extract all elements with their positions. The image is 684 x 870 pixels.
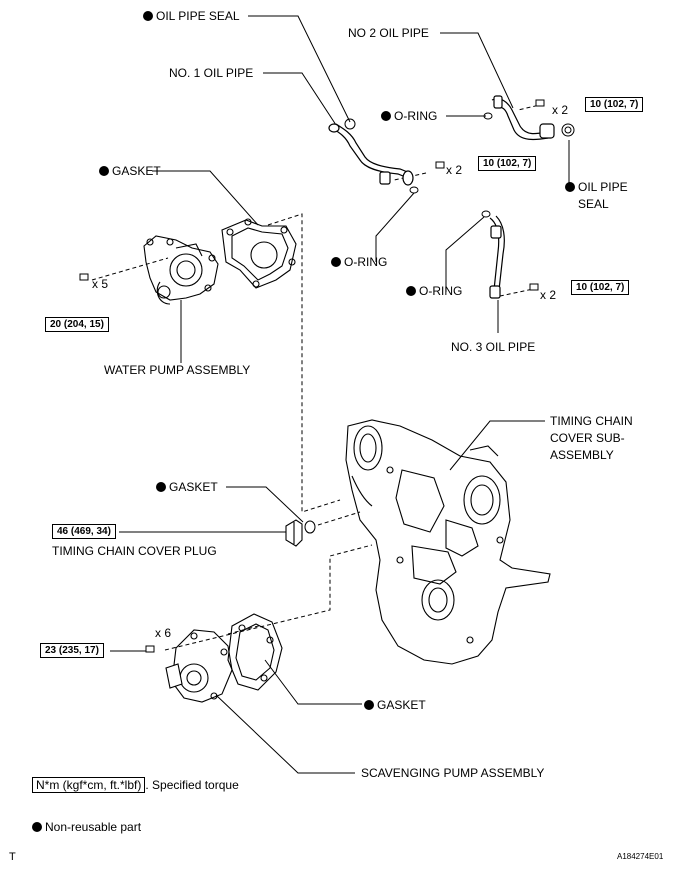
label-text: GASKET: [169, 480, 218, 494]
non-reusable-dot-icon: [381, 111, 391, 121]
non-reusable-dot-icon: [406, 286, 416, 296]
legend-non-reusable-text: Non-reusable part: [45, 820, 142, 834]
label-no2-oil-pipe: NO 2 OIL PIPE: [348, 26, 429, 40]
timing-chain-cover-drawing: [345, 419, 551, 665]
torque-box-water-pump: 20 (204, 15): [45, 317, 109, 332]
torque-box-no1-pipe: 10 (102, 7): [478, 156, 537, 171]
label-gasket-plug: GASKET: [156, 480, 218, 494]
torque-box-plug: 46 (469, 34): [52, 524, 116, 539]
label-text: O-RING: [394, 109, 438, 123]
plug-gasket-drawing: [304, 520, 316, 534]
label-gasket-water-pump: GASKET: [99, 164, 161, 178]
label-timing-chain-cover-plug: TIMING CHAIN COVER PLUG: [52, 544, 217, 558]
label-timing-chain-cover-line2: COVER SUB-: [550, 431, 625, 445]
non-reusable-dot-icon: [364, 700, 374, 710]
label-text: GASKET: [112, 164, 161, 178]
multiplier-water-pump: x 5: [92, 277, 109, 291]
label-gasket-scavenging: GASKET: [364, 698, 426, 712]
legend-torque-units: N*m (kgf*cm, ft.*lbf): [32, 777, 146, 793]
legend-non-reusable: Non-reusable part: [32, 820, 141, 834]
o-ring-right-drawing: [481, 210, 491, 218]
non-reusable-dot-icon: [565, 182, 575, 192]
figure-id: A184274E01: [617, 852, 664, 861]
label-timing-chain-cover-line1: TIMING CHAIN: [550, 414, 633, 428]
non-reusable-dot-icon: [143, 11, 153, 21]
leader-lines: [110, 15, 570, 774]
label-o-ring-left: O-RING: [331, 255, 387, 269]
label-scavenging-pump-assembly: SCAVENGING PUMP ASSEMBLY: [361, 766, 545, 780]
oil-pipe-seal-top-drawing: [344, 118, 356, 130]
no3-oil-pipe-drawing: [489, 215, 505, 299]
scavenging-pump-drawing: [165, 629, 233, 703]
label-oil-pipe-seal-right-line2: SEAL: [578, 197, 609, 211]
label-o-ring-upper: O-RING: [381, 109, 437, 123]
label-text: GASKET: [377, 698, 426, 712]
label-oil-pipe-seal-top: OIL PIPE SEAL: [143, 9, 240, 23]
label-text: OIL PIPE SEAL: [156, 9, 240, 23]
label-no1-oil-pipe: NO. 1 OIL PIPE: [169, 66, 254, 80]
multiplier-no1-pipe: x 2: [446, 163, 463, 177]
scavenging-gasket-drawing: [227, 613, 283, 691]
non-reusable-dot-icon: [32, 822, 42, 832]
no1-oil-pipe-drawing: [328, 123, 414, 186]
label-oil-pipe-seal-right: OIL PIPE: [565, 180, 628, 194]
label-text: O-RING: [419, 284, 463, 298]
label-no3-oil-pipe: NO. 3 OIL PIPE: [451, 340, 536, 354]
legend-torque: N*m (kgf*cm, ft.*lbf). Specified torque: [32, 777, 239, 793]
multiplier-no2-pipe: x 2: [552, 103, 569, 117]
oil-pipe-seal-right-drawing: [561, 123, 575, 137]
plug-drawing: [285, 519, 303, 547]
non-reusable-dot-icon: [99, 166, 109, 176]
bolt-drawings: [79, 99, 545, 653]
alignment-dashes: [91, 103, 545, 651]
water-pump-gasket-drawing: [221, 218, 297, 289]
o-ring-upper-drawing: [483, 112, 493, 120]
o-ring-left-drawing: [409, 186, 419, 194]
no2-oil-pipe-drawing: [491, 95, 555, 141]
legend-torque-desc: . Specified torque: [145, 778, 239, 792]
label-o-ring-right: O-RING: [406, 284, 462, 298]
label-water-pump-assembly: WATER PUMP ASSEMBLY: [104, 363, 251, 377]
label-text: OIL PIPE: [578, 180, 628, 194]
corner-mark: T: [9, 851, 16, 863]
multiplier-scavenging-pump: x 6: [155, 626, 172, 640]
non-reusable-dot-icon: [331, 257, 341, 267]
multiplier-no3-pipe: x 2: [540, 288, 557, 302]
non-reusable-dot-icon: [156, 482, 166, 492]
label-text: O-RING: [344, 255, 388, 269]
torque-box-no2-pipe: 10 (102, 7): [585, 97, 644, 112]
water-pump-drawing: [143, 235, 219, 305]
label-timing-chain-cover-line3: ASSEMBLY: [550, 448, 614, 462]
torque-box-scavenging-pump: 23 (235, 17): [40, 643, 104, 658]
torque-box-no3-pipe: 10 (102, 7): [571, 280, 630, 295]
